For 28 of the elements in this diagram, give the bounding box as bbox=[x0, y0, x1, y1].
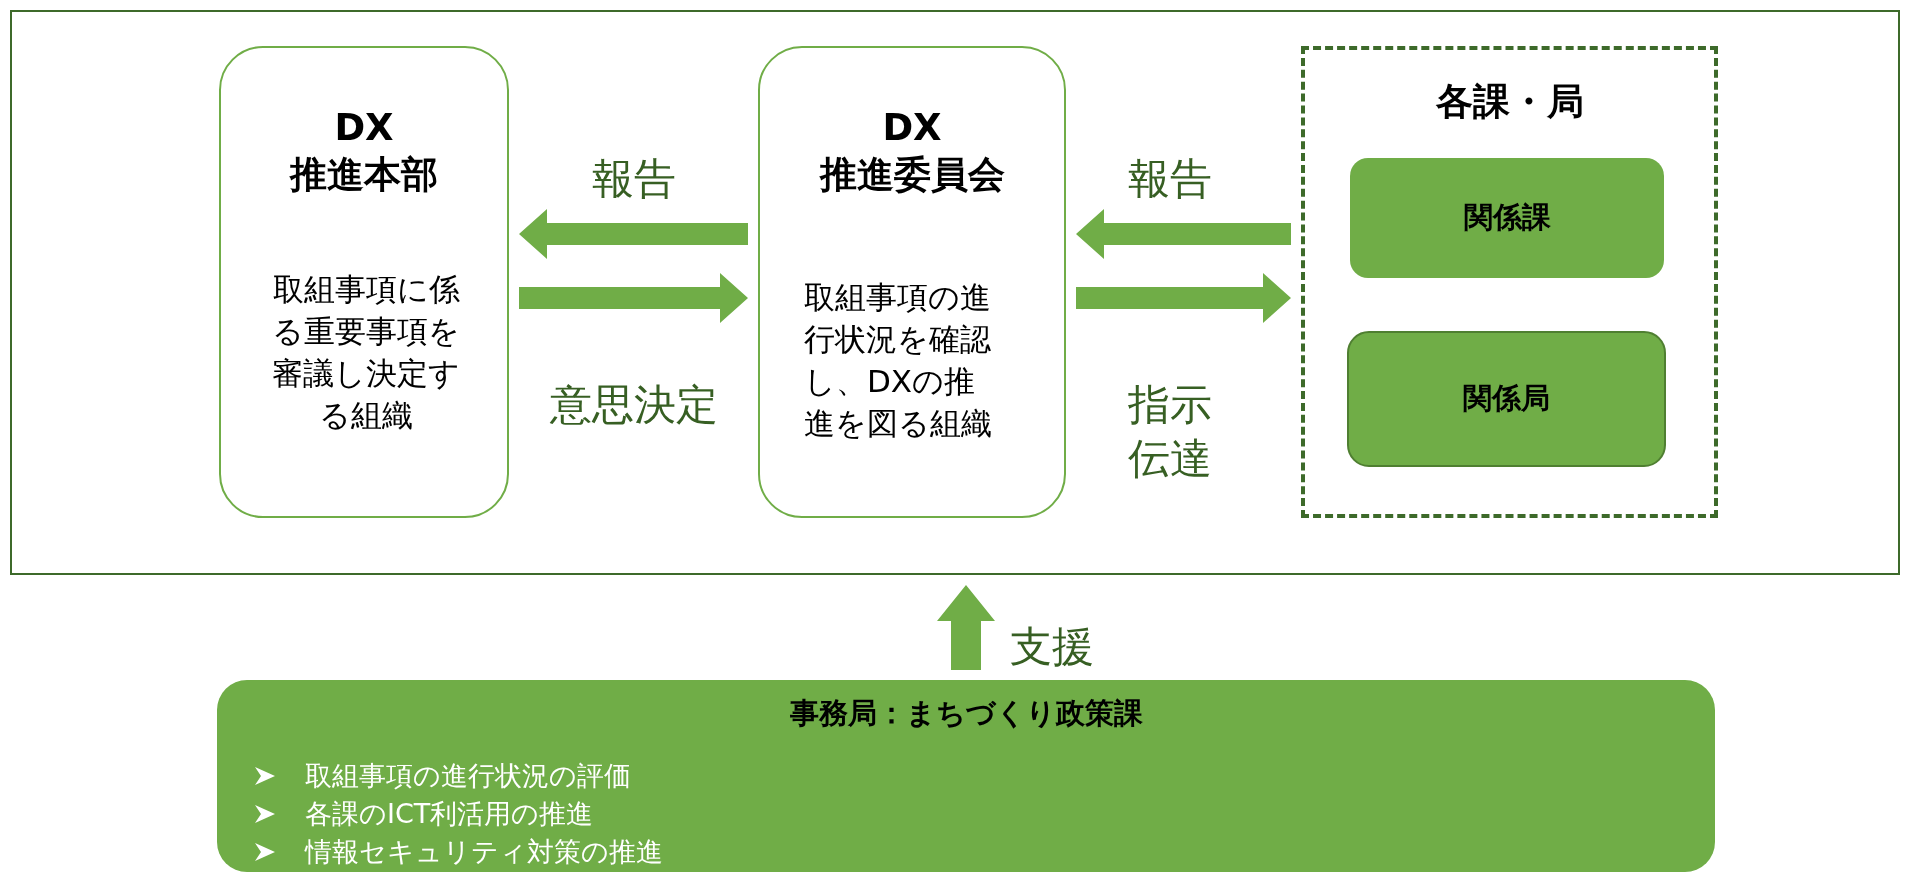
process-box bbox=[1350, 158, 1664, 278]
edge-label: 支援 bbox=[1010, 621, 1094, 673]
block-arrow bbox=[1076, 209, 1291, 259]
edge-label: 意思決定 bbox=[549, 379, 719, 431]
block-arrow bbox=[937, 585, 995, 670]
node-title: DX推進本部 bbox=[288, 105, 439, 198]
edge-label: 報告 bbox=[591, 153, 677, 205]
block-arrow bbox=[519, 273, 748, 323]
edge-label: 指示伝達 bbox=[1127, 379, 1213, 485]
bullet-text: 情報セキュリティ対策の推進 bbox=[305, 835, 663, 869]
edge-label: 報告 bbox=[1127, 153, 1213, 205]
node-text: 取組事項の進行状況を確認し、DXの推進を図る組織 bbox=[804, 278, 993, 443]
block-arrow bbox=[519, 209, 748, 259]
bullet-text: 取組事項の進行状況の評価 bbox=[305, 759, 631, 793]
process-box bbox=[1347, 331, 1666, 467]
bullet-text: 各課のICT利活用の推進 bbox=[305, 797, 594, 831]
process-box bbox=[758, 46, 1066, 518]
node-label: 関係局 bbox=[1463, 380, 1550, 417]
block-arrow bbox=[1076, 273, 1291, 323]
node-title: 各課・局 bbox=[1434, 80, 1585, 124]
process-box bbox=[219, 46, 509, 518]
node-title: 事務局：まちづくり政策課 bbox=[788, 695, 1144, 732]
node-title: DX推進委員会 bbox=[818, 105, 1006, 198]
frame-box bbox=[10, 10, 1900, 575]
node-label: 関係課 bbox=[1463, 199, 1551, 236]
info-box bbox=[217, 680, 1715, 872]
group-box bbox=[1301, 46, 1718, 518]
node-text: 取組事項に係る重要事項を審議し決定する組織 bbox=[271, 270, 461, 435]
